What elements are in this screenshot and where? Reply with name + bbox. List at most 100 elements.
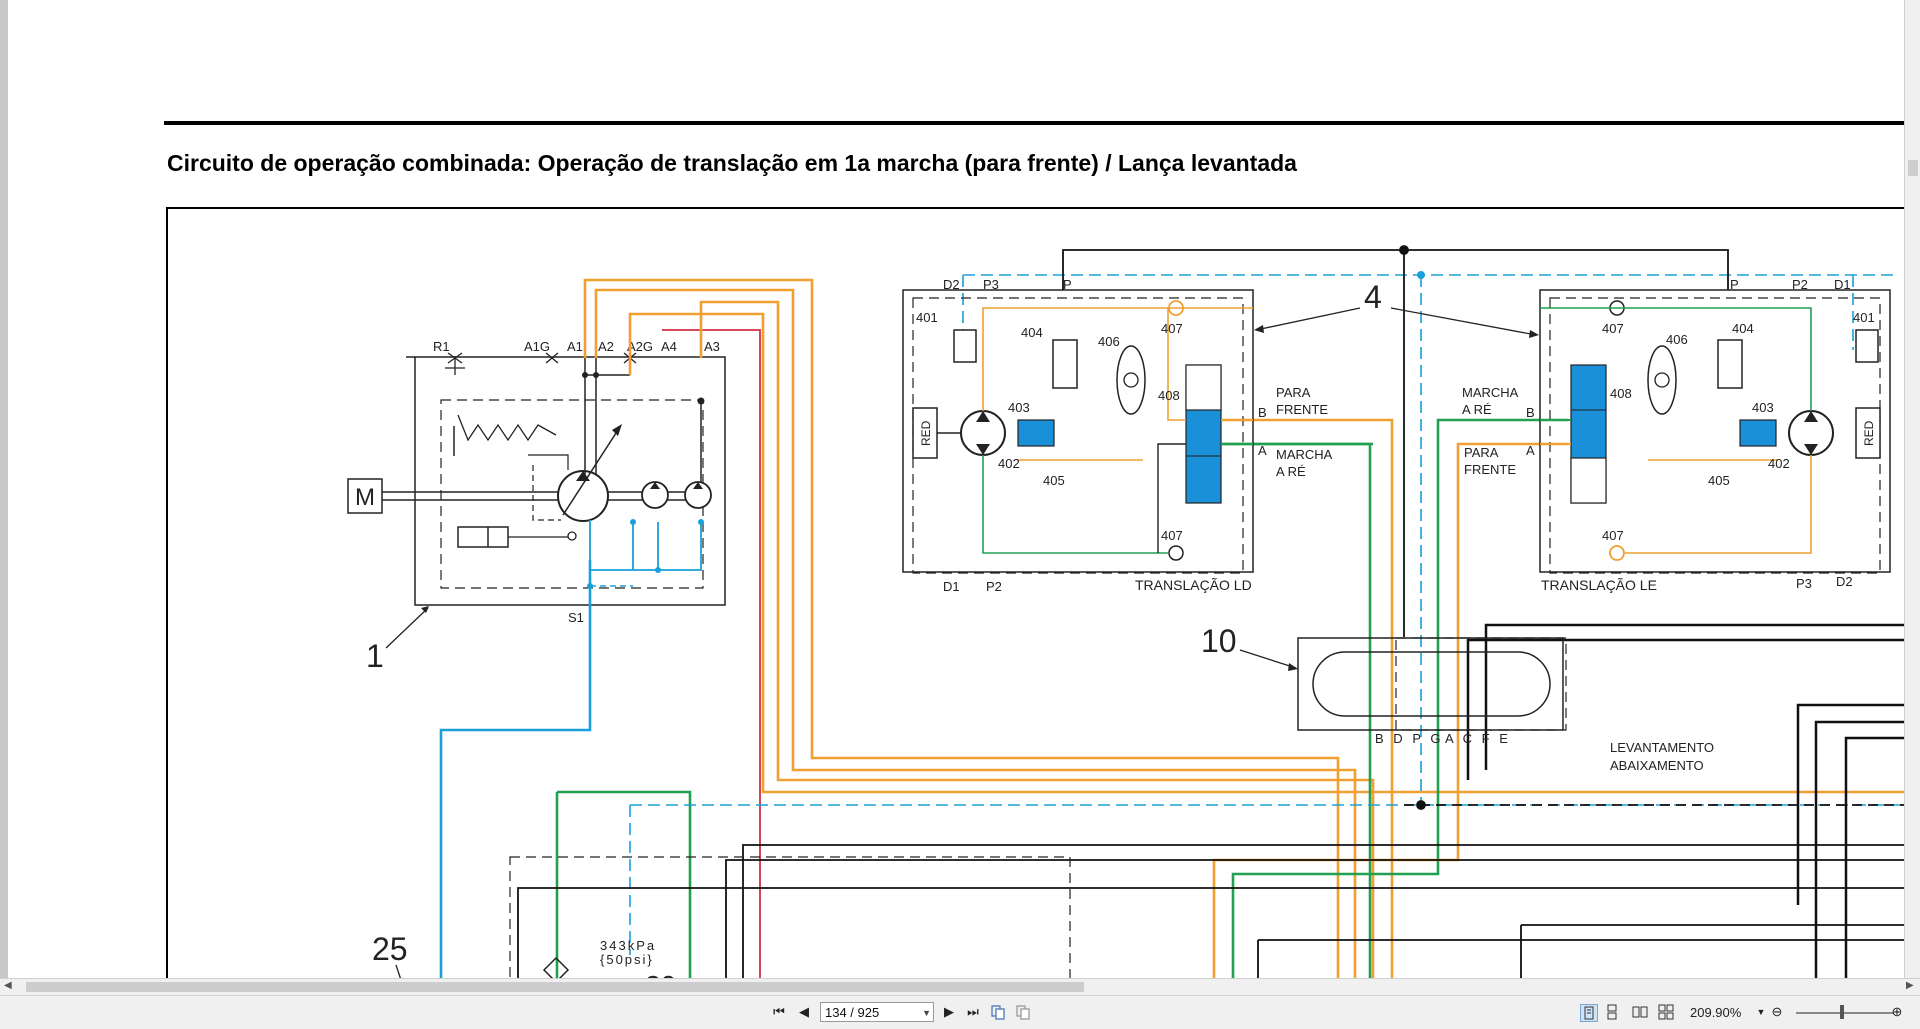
ld-red-label: RED [919, 420, 933, 446]
ld-part-403 [1017, 419, 1055, 447]
pump-port-a2: A2 [598, 339, 614, 354]
zoom-in-icon[interactable]: ⊕ [1891, 1004, 1903, 1019]
copy-view-icon[interactable] [1015, 1004, 1031, 1020]
le-part-401 [1855, 329, 1879, 363]
ld-part-404 [1052, 339, 1078, 389]
ld-port-a: A [1258, 443, 1267, 458]
pressure-psi: {50psi} [600, 952, 654, 967]
zoom-menu-chevron-icon[interactable]: ▼ [1756, 1007, 1766, 1017]
return-lines [517, 245, 1904, 978]
le-part-407-label: 407 [1602, 321, 1624, 336]
le-name: TRANSLAÇÃO LE [1541, 577, 1657, 593]
ld-part-406-label: 406 [1098, 334, 1120, 349]
le-port-a: A [1526, 443, 1535, 458]
pump-port-r1: R1 [433, 339, 450, 354]
le-part-404 [1717, 339, 1743, 389]
le-part-402-label: 402 [1768, 456, 1790, 471]
le-port-d2: D2 [1836, 574, 1853, 589]
ld-part-401 [953, 329, 977, 363]
first-page-icon[interactable]: ⏮ [773, 1004, 785, 1019]
ld-port-d2: D2 [943, 277, 960, 292]
continuous-view-icon[interactable] [1604, 1004, 1620, 1020]
le-part-403-label: 403 [1752, 400, 1774, 415]
horizontal-scroll-thumb[interactable] [26, 982, 1084, 992]
swivel-ports-right: A C F E [1445, 731, 1511, 746]
swivel-joint: B D P G A C F E [1297, 637, 1567, 746]
diagram-frame [166, 207, 1904, 978]
motor-box [347, 478, 383, 514]
le-part-407b-label: 407 [1602, 528, 1624, 543]
le-port-b: B [1526, 405, 1535, 420]
header-rule [164, 121, 1904, 125]
le-part-406-label: 406 [1666, 332, 1688, 347]
status-bar: ⏮ ◀ 134 / 925 ▼ ▶ ⏭ 209.90% ▼ ⊖ ⊕ [0, 995, 1920, 1029]
continuous-facing-view-icon[interactable] [1658, 1004, 1674, 1020]
le-fwd-line2: FRENTE [1464, 462, 1516, 477]
prev-page-icon[interactable]: ◀ [799, 1004, 809, 1019]
boom-raise-label: LEVANTAMENTO [1610, 740, 1714, 755]
ld-port-d1: D1 [943, 579, 960, 594]
le-part-401-label: 401 [1853, 310, 1875, 325]
page-title: Circuito de operação combinada: Operação… [167, 150, 1297, 176]
rotate-view-icon[interactable] [990, 1004, 1006, 1020]
ld-part-403-label: 403 [1008, 400, 1030, 415]
pump-port-a1: A1 [567, 339, 583, 354]
ld-name: TRANSLAÇÃO LD [1135, 577, 1252, 593]
page-indicator: 134 / 925 [825, 1005, 880, 1020]
pump-port-a4: A4 [661, 339, 677, 354]
single-page-view-icon[interactable] [1580, 1004, 1598, 1022]
le-rev-line1: MARCHA [1462, 385, 1519, 400]
next-page-icon[interactable]: ▶ [944, 1004, 954, 1019]
le-red-label: RED [1862, 420, 1876, 446]
ld-part-405-label: 405 [1043, 473, 1065, 488]
le-port-d1: D1 [1834, 277, 1851, 292]
le-rev-line2: A RÉ [1462, 402, 1492, 417]
ld-port-p2: P2 [986, 579, 1002, 594]
callout-1: 1 [366, 638, 384, 674]
scroll-left-icon[interactable]: ◀ [4, 980, 12, 991]
travel-motor-le: RED 401 402 403 404 405 406 407 407 408 [1462, 277, 1891, 593]
le-part-404-label: 404 [1732, 321, 1754, 336]
motor-label: M [355, 484, 375, 511]
ld-fwd-line1: PARA [1276, 385, 1311, 400]
document-viewport[interactable]: M [8, 0, 1904, 978]
last-page-icon[interactable]: ⏭ [967, 1004, 979, 1019]
pump-assembly: M [347, 339, 726, 625]
callout-10: 10 [1201, 623, 1237, 659]
ld-part-401-label: 401 [916, 310, 938, 325]
facing-view-icon[interactable] [1632, 1004, 1648, 1020]
page-number-field[interactable]: 134 / 925 ▼ [820, 1002, 934, 1022]
pump-port-a3: A3 [704, 339, 720, 354]
le-port-p: P [1730, 277, 1739, 292]
chevron-down-icon[interactable]: ▼ [922, 1008, 931, 1018]
scroll-right-icon[interactable]: ▶ [1906, 980, 1914, 991]
pump-port-a1g: A1G [524, 339, 550, 354]
callout-4: 4 [1364, 279, 1382, 315]
zoom-out-icon[interactable]: ⊖ [1771, 1004, 1783, 1019]
vertical-scrollbar[interactable] [1904, 0, 1920, 978]
ld-part-402-label: 402 [998, 456, 1020, 471]
ld-part-407b-label: 407 [1161, 528, 1183, 543]
vertical-scroll-thumb[interactable] [1908, 160, 1918, 176]
zoom-level[interactable]: 209.90% [1690, 1005, 1742, 1020]
ld-rev-line1: MARCHA [1276, 447, 1333, 462]
zoom-slider[interactable] [1796, 1012, 1894, 1014]
ld-fwd-line2: FRENTE [1276, 402, 1328, 417]
le-fwd-line1: PARA [1464, 445, 1499, 460]
le-part-403 [1739, 419, 1777, 447]
pump-port-s1: S1 [568, 610, 584, 625]
le-part-405-label: 405 [1708, 473, 1730, 488]
pilot-lines [629, 274, 1904, 955]
ld-port-b: B [1258, 405, 1267, 420]
pressure-kpa: 343kPa [600, 938, 656, 953]
ld-rev-line2: A RÉ [1276, 464, 1306, 479]
hydraulic-diagram: M [164, 121, 1904, 978]
callout-20-partial: 20 [645, 970, 676, 978]
swivel-ports-left: B D P G [1375, 731, 1444, 746]
pump-port-a2g: A2G [627, 339, 653, 354]
callout-25: 25 [372, 931, 408, 967]
ld-port-p3: P3 [983, 277, 999, 292]
horizontal-scrollbar[interactable]: ◀ ▶ [0, 978, 1920, 995]
zoom-slider-thumb[interactable] [1840, 1005, 1844, 1019]
le-port-p3: P3 [1796, 576, 1812, 591]
